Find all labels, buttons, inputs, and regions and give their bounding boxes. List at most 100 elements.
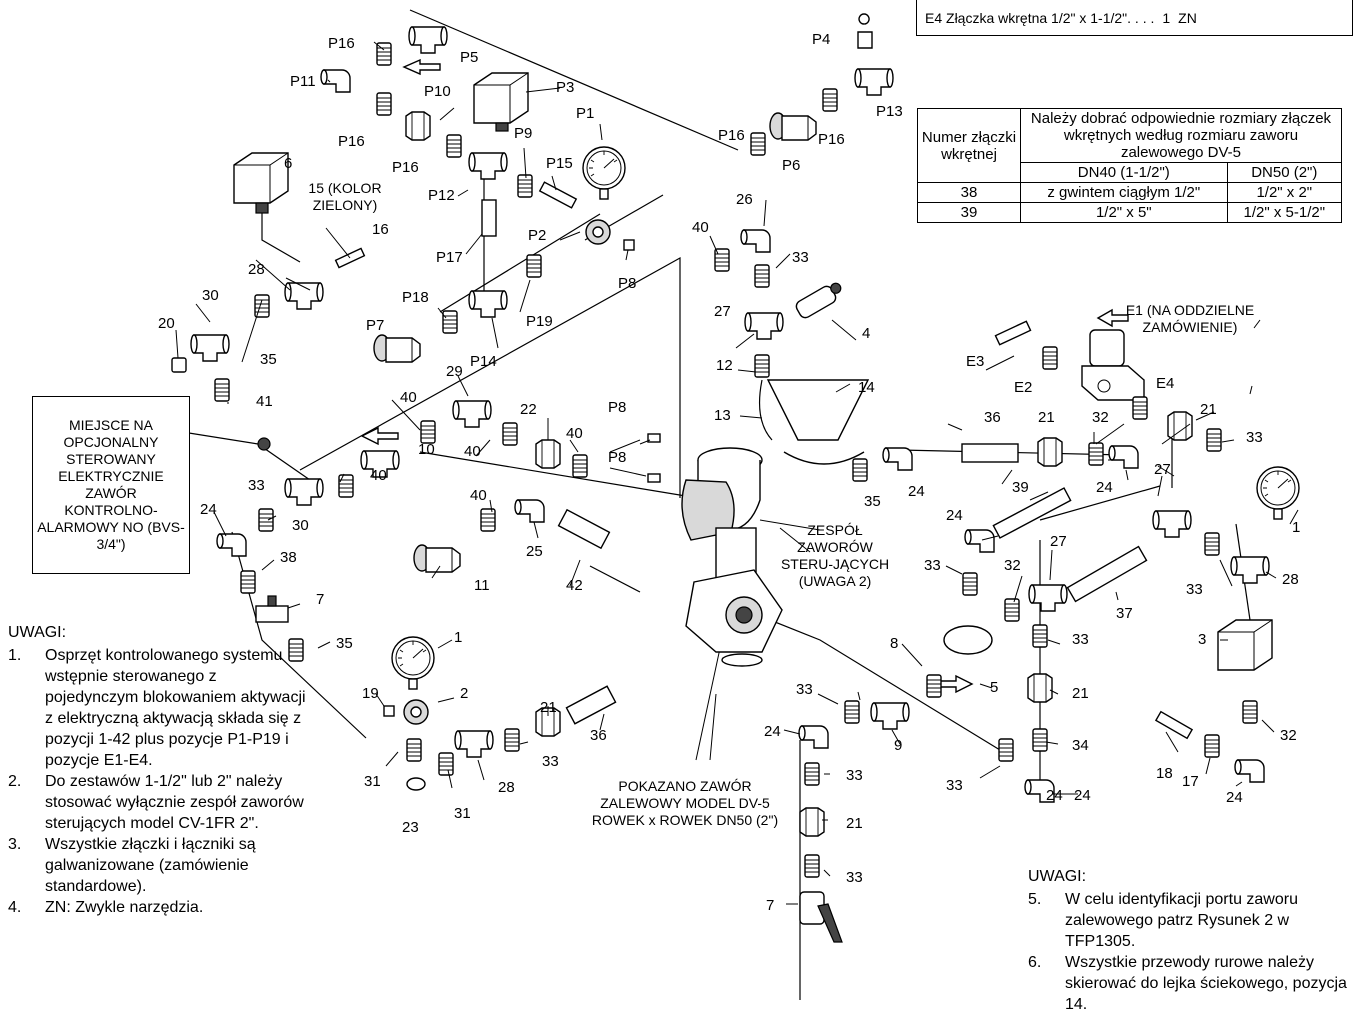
valve-7-left xyxy=(255,595,289,623)
union-p10 xyxy=(405,111,431,141)
header-dn50: DN50 (2") xyxy=(1226,162,1343,183)
label-35-top: 35 xyxy=(260,351,277,368)
label-p12: P12 xyxy=(428,187,455,204)
tee-29 xyxy=(452,400,492,428)
note-2: 2.Do zestawów 1-1/2" lub 2" należy stoso… xyxy=(8,773,304,832)
deluge-valve-dv5 xyxy=(681,447,783,667)
nipple-p16e xyxy=(822,88,838,112)
label-5: 5 xyxy=(990,679,998,696)
label-37: 37 xyxy=(1116,605,1133,622)
note-5: 5.W celu identyfikacji portu zaworu zale… xyxy=(1028,891,1298,950)
label-4: 4 xyxy=(862,325,870,342)
caption-kolor: 15 (KOLOR ZIELONY) xyxy=(308,180,382,213)
label-p1: P1 xyxy=(576,105,594,122)
valve-4 xyxy=(795,282,842,319)
elbow-24-a xyxy=(882,447,913,471)
nipple-p16d xyxy=(750,132,766,156)
nipple-40a xyxy=(338,474,354,498)
label-21-bottom: 21 xyxy=(540,699,557,716)
gauge-p1 xyxy=(582,146,626,200)
label-p19: P19 xyxy=(526,313,553,330)
nipple-18 xyxy=(1154,710,1194,740)
union-21-e xyxy=(1167,411,1193,441)
label-32-b: 32 xyxy=(1004,557,1021,574)
nipple-p19 xyxy=(526,254,542,278)
label-38: 38 xyxy=(280,549,297,566)
label-17: 17 xyxy=(1182,773,1199,790)
nipple-33-g xyxy=(804,854,820,878)
valve-p6 xyxy=(769,112,817,141)
label-p18: P18 xyxy=(402,289,429,306)
tube-13 xyxy=(758,379,773,441)
label-33-left: 33 xyxy=(248,477,265,494)
arrow-p5 xyxy=(402,58,441,76)
nipple-40b xyxy=(420,420,436,444)
arrow-5 xyxy=(935,674,974,694)
nipple-31a xyxy=(406,738,422,762)
note-1: 1.Osprzęt kontrolowanego systemu wstępni… xyxy=(8,647,306,769)
drain-5 xyxy=(943,625,993,655)
elbow-24-b xyxy=(1108,445,1139,469)
label-22: 22 xyxy=(520,401,537,418)
label-p17: P17 xyxy=(436,249,463,266)
label-16: 16 xyxy=(372,221,389,238)
label-30-bottom: 30 xyxy=(292,517,309,534)
label-24-b: 24 xyxy=(1096,479,1113,496)
vent-p4 xyxy=(857,13,873,49)
nipple-p18 xyxy=(442,310,458,334)
nipple-p9 xyxy=(517,174,533,198)
ball-valve-7 xyxy=(799,891,843,943)
label-20: 20 xyxy=(158,315,175,332)
union-21-f xyxy=(799,807,825,837)
label-p10: P10 xyxy=(424,83,451,100)
label-24-d: 24 xyxy=(1074,787,1091,804)
nipple-42 xyxy=(557,508,611,550)
row-39-dn50: 1/2" x 5-1/2" xyxy=(1226,202,1343,223)
pressure-switch-3 xyxy=(1217,619,1273,671)
nipple-31b xyxy=(438,752,454,776)
label-11: 11 xyxy=(474,577,490,594)
label-32-a: 32 xyxy=(1092,409,1109,426)
label-27-right: 27 xyxy=(1154,461,1171,478)
nipple-36-bottom xyxy=(565,685,617,725)
tee-28-right xyxy=(1230,556,1270,584)
nipple-17 xyxy=(1204,734,1220,758)
nipple-p15 xyxy=(538,181,578,209)
plug-19 xyxy=(383,705,395,717)
label-24-a: 24 xyxy=(908,483,925,500)
label-36-bottom: 36 xyxy=(590,727,607,744)
tee-9 xyxy=(870,702,910,730)
solenoid-valve-e1 xyxy=(1081,329,1145,401)
label-p7: P7 xyxy=(366,317,384,334)
tee-28-bottom xyxy=(454,730,494,758)
nipple-33-right xyxy=(1204,532,1220,556)
elbow-24-e xyxy=(1234,759,1265,783)
union-21-mid xyxy=(1027,673,1053,703)
nipple-35-right xyxy=(852,458,868,482)
nipple-p17 xyxy=(481,199,497,237)
nipple-36-right xyxy=(961,443,1019,463)
optional-valve-box: MIEJSCE NA OPCJONALNY STEROWANY ELEKTRYC… xyxy=(32,396,190,574)
label-e2: E2 xyxy=(1014,379,1032,396)
header-size-selection: Należy dobrać odpowiednie rozmiary złącz… xyxy=(1020,108,1342,163)
nipple-40d xyxy=(572,454,588,478)
label-21-f: 21 xyxy=(846,815,863,832)
label-28-bottom: 28 xyxy=(498,779,515,796)
tee-27-top xyxy=(744,312,784,340)
label-40e: 40 xyxy=(470,487,487,504)
union-22 xyxy=(535,439,561,469)
label-10: 10 xyxy=(418,441,435,458)
nipple-32c xyxy=(1242,700,1258,724)
nipple-e3 xyxy=(994,320,1032,346)
tee-27-right xyxy=(1152,510,1192,538)
optional-valve-text: MIEJSCE NA OPCJONALNY STEROWANY ELEKTRYC… xyxy=(37,417,185,552)
label-3: 3 xyxy=(1198,631,1206,648)
label-33-g: 33 xyxy=(846,869,863,886)
label-7-bottom: 7 xyxy=(766,897,774,914)
notes-left: UWAGI: 1.Osprzęt kontrolowanego systemu … xyxy=(8,622,308,918)
label-35-right: 35 xyxy=(864,493,881,510)
label-p15: P15 xyxy=(546,155,573,172)
label-26: 26 xyxy=(736,191,753,208)
label-29: 29 xyxy=(446,363,463,380)
